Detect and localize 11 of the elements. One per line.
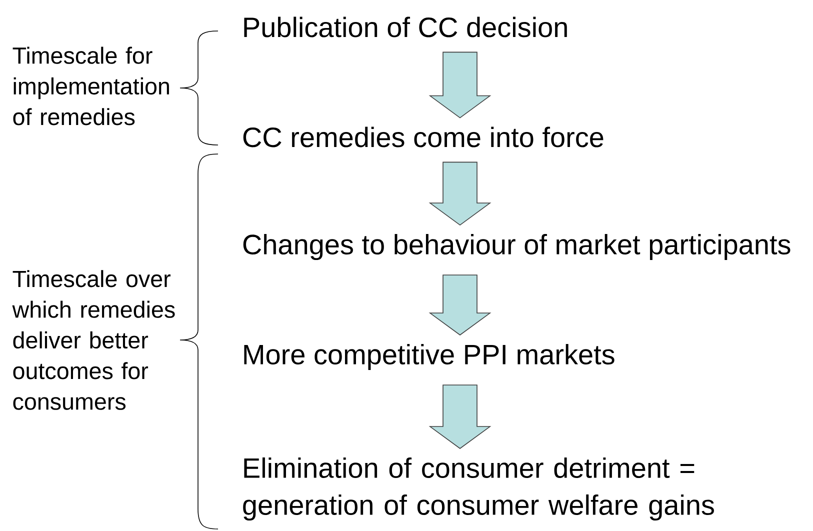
block-arrow bbox=[428, 274, 492, 336]
block-arrow bbox=[428, 162, 492, 226]
timescale-note: Timescale for implementation of remedies bbox=[12, 46, 169, 126]
timescale-note: Timescale over which remedies deliver better outcomes for consumers bbox=[12, 270, 175, 410]
stage-text: Changes to behaviour of market participants bbox=[243, 234, 790, 260]
stage-text: CC remedies come into force bbox=[243, 126, 604, 148]
stage-text: More competitive PPI markets bbox=[244, 344, 614, 370]
block-arrow bbox=[428, 384, 492, 449]
stage-text: Elimination of consumer detriment = generation of consumer welfare gains bbox=[243, 457, 714, 521]
block-arrow bbox=[428, 52, 492, 118]
stage-text: Publication of CC decision bbox=[244, 16, 567, 38]
